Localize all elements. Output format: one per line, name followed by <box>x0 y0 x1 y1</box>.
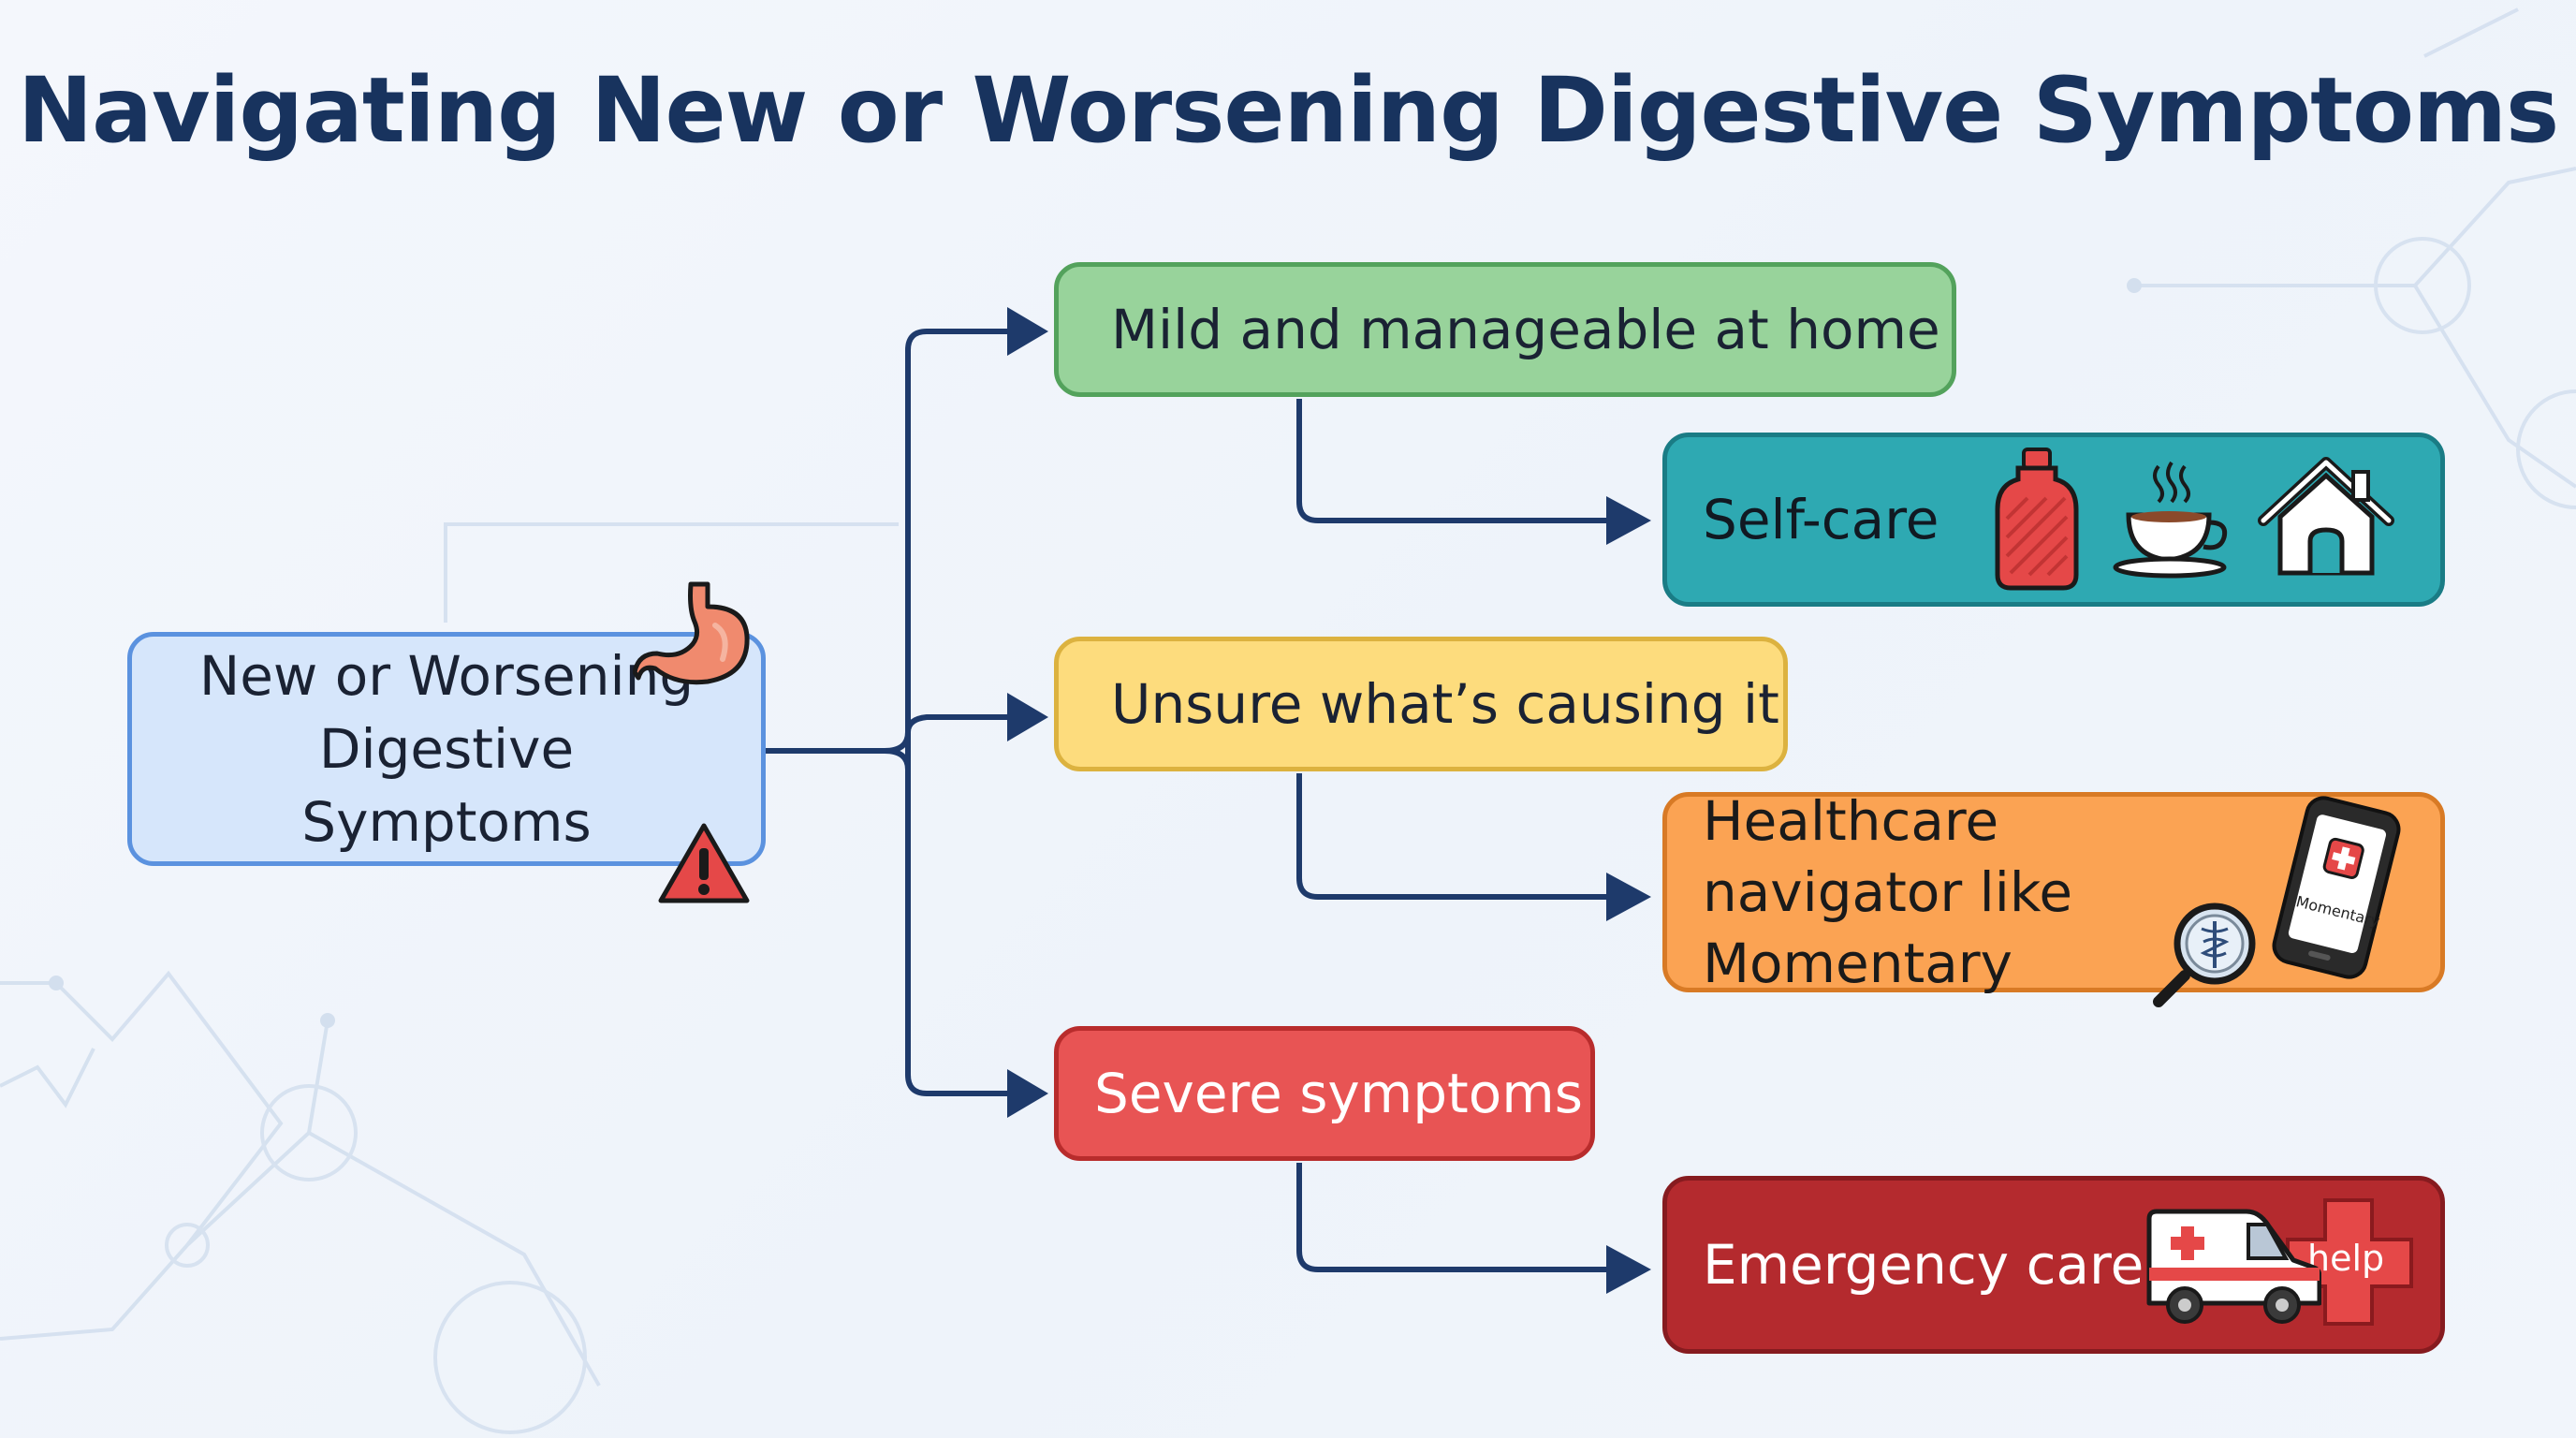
hot-water-bottle-icon <box>1995 448 2079 591</box>
ambulance-icon <box>2146 1209 2321 1324</box>
arrow-to-emergency <box>1606 1245 1651 1294</box>
condition-severe: Severe symptoms <box>1054 1026 1595 1161</box>
house-icon <box>2258 457 2394 576</box>
arrow-to-unsure <box>1007 693 1048 741</box>
help-cross-icon <box>2286 1198 2413 1326</box>
stomach-icon <box>633 581 750 685</box>
page-title: Navigating New or Worsening Digestive Sy… <box>17 58 2559 163</box>
arrow-to-severe <box>1007 1069 1048 1118</box>
condition-unsure-label: Unsure what’s causing it <box>1111 672 1779 736</box>
condition-unsure: Unsure what’s causing it <box>1054 637 1788 771</box>
magnifier-caduceus-icon <box>2153 902 2256 1007</box>
root-label: New or Worsening Digestive Symptoms <box>198 644 695 854</box>
condition-severe-label: Severe symptoms <box>1094 1062 1583 1125</box>
tea-cup-icon <box>2113 461 2228 579</box>
condition-mild: Mild and manageable at home <box>1054 262 1956 397</box>
condition-mild-label: Mild and manageable at home <box>1111 298 1940 361</box>
arrow-to-selfcare <box>1606 496 1651 545</box>
arrow-to-mild <box>1007 307 1048 356</box>
phone-medical-icon <box>2272 796 2401 979</box>
outcome-emergency-care-label: Emergency care <box>1703 1233 2144 1297</box>
outcome-self-care-label: Self-care <box>1703 488 1939 551</box>
warning-icon <box>658 823 750 903</box>
arrow-to-navigator <box>1606 873 1651 921</box>
outcome-healthcare-navigator-label: Healthcare navigator like Momentary <box>1703 789 2073 995</box>
